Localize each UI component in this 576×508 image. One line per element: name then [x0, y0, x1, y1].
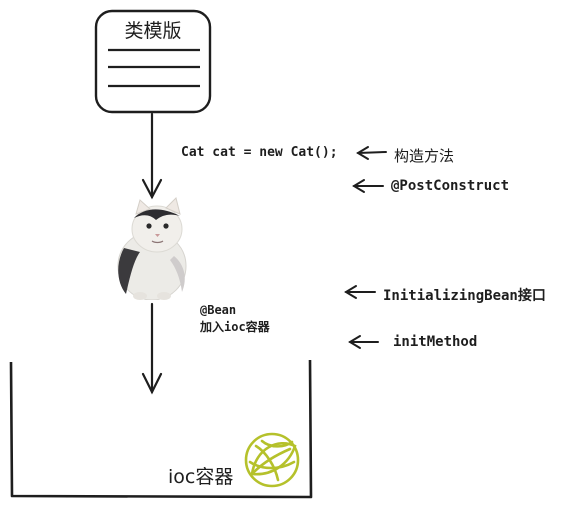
- bean-annotation-line1: @Bean: [200, 303, 237, 317]
- class-template-title: 类模版: [124, 20, 182, 42]
- constructor-label: 构造方法: [394, 147, 455, 165]
- arrow-postconstruct: [352, 179, 384, 193]
- arrow-initializingbean: [344, 285, 376, 299]
- arrow-constructor: [356, 146, 387, 160]
- bean-annotation-line2: 加入ioc容器: [200, 320, 270, 334]
- postconstruct-label: @PostConstruct: [391, 178, 510, 194]
- ioc-container-label: ioc容器: [168, 466, 234, 488]
- arrow-template-to-cat: [141, 112, 163, 200]
- class-template-box: [94, 9, 212, 114]
- initializingbean-label: InitializingBean接口: [383, 288, 546, 304]
- arrow-cat-to-container: [141, 302, 163, 395]
- cat-image: [117, 197, 187, 300]
- instantiation-code: Cat cat = new Cat();: [181, 145, 338, 160]
- ioc-container: [9, 359, 313, 499]
- initmethod-label: initMethod: [393, 334, 478, 350]
- arrow-initmethod: [348, 335, 379, 349]
- bean-annotation: @Bean 加入ioc容器: [200, 302, 270, 336]
- spring-leaf-icon: [244, 432, 300, 488]
